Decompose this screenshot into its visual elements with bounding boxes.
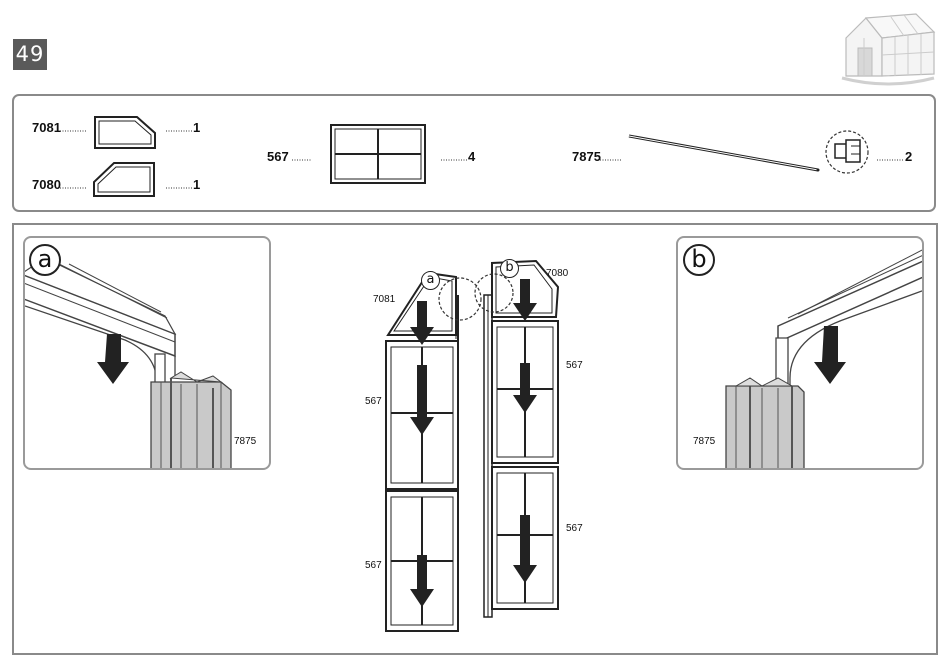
callout-b-badge: b xyxy=(500,259,519,278)
detail-b-part-label: 7875 xyxy=(693,436,715,447)
part-qty-567: 4 xyxy=(468,149,475,164)
part-code-7081: 7081 xyxy=(32,120,61,135)
leader-dots xyxy=(441,159,469,161)
assembly-label-567-right-bottom: 567 xyxy=(566,523,583,534)
profile-7875-rod xyxy=(484,295,492,617)
leader-dots xyxy=(166,187,194,189)
assembly-label-7081: 7081 xyxy=(373,294,395,305)
part-qty-7081: 1 xyxy=(193,120,200,135)
leader-dots xyxy=(60,187,90,189)
assembly-label-567-right-top: 567 xyxy=(566,360,583,371)
down-arrow-icon xyxy=(814,326,846,384)
callout-a-badge: a xyxy=(421,271,440,290)
down-arrow-icon xyxy=(97,334,129,384)
leader-dots xyxy=(60,130,90,132)
greenhouse-thumbnail-icon xyxy=(836,10,940,86)
part-7080-panel-icon xyxy=(92,160,158,200)
assembly-label-7080: 7080 xyxy=(546,268,568,279)
part-7875-cross-section-icon xyxy=(824,130,872,176)
leader-dots xyxy=(877,159,905,161)
part-qty-7875: 2 xyxy=(905,149,912,164)
part-7081-panel-icon xyxy=(93,113,159,151)
detail-a-part-label: 7875 xyxy=(234,436,256,447)
detail-view-b xyxy=(676,236,924,470)
detail-a-callout-badge: a xyxy=(29,244,61,276)
part-code-7080: 7080 xyxy=(32,177,61,192)
part-567-panel-icon xyxy=(329,123,427,185)
part-qty-7080: 1 xyxy=(193,177,200,192)
detail-view-a xyxy=(23,236,271,470)
leader-dots xyxy=(600,159,624,161)
assembly-label-567-left-top: 567 xyxy=(365,396,382,407)
part-7875-profile-rod-icon xyxy=(626,132,826,176)
step-number-badge: 49 xyxy=(13,39,47,70)
detail-b-callout-badge: b xyxy=(683,244,715,276)
assembly-label-567-left-bottom: 567 xyxy=(365,560,382,571)
part-code-567: 567 xyxy=(267,149,289,164)
part-code-7875: 7875 xyxy=(572,149,601,164)
leader-dots xyxy=(166,130,194,132)
assembly-illustration xyxy=(360,255,580,645)
leader-dots xyxy=(292,159,314,161)
